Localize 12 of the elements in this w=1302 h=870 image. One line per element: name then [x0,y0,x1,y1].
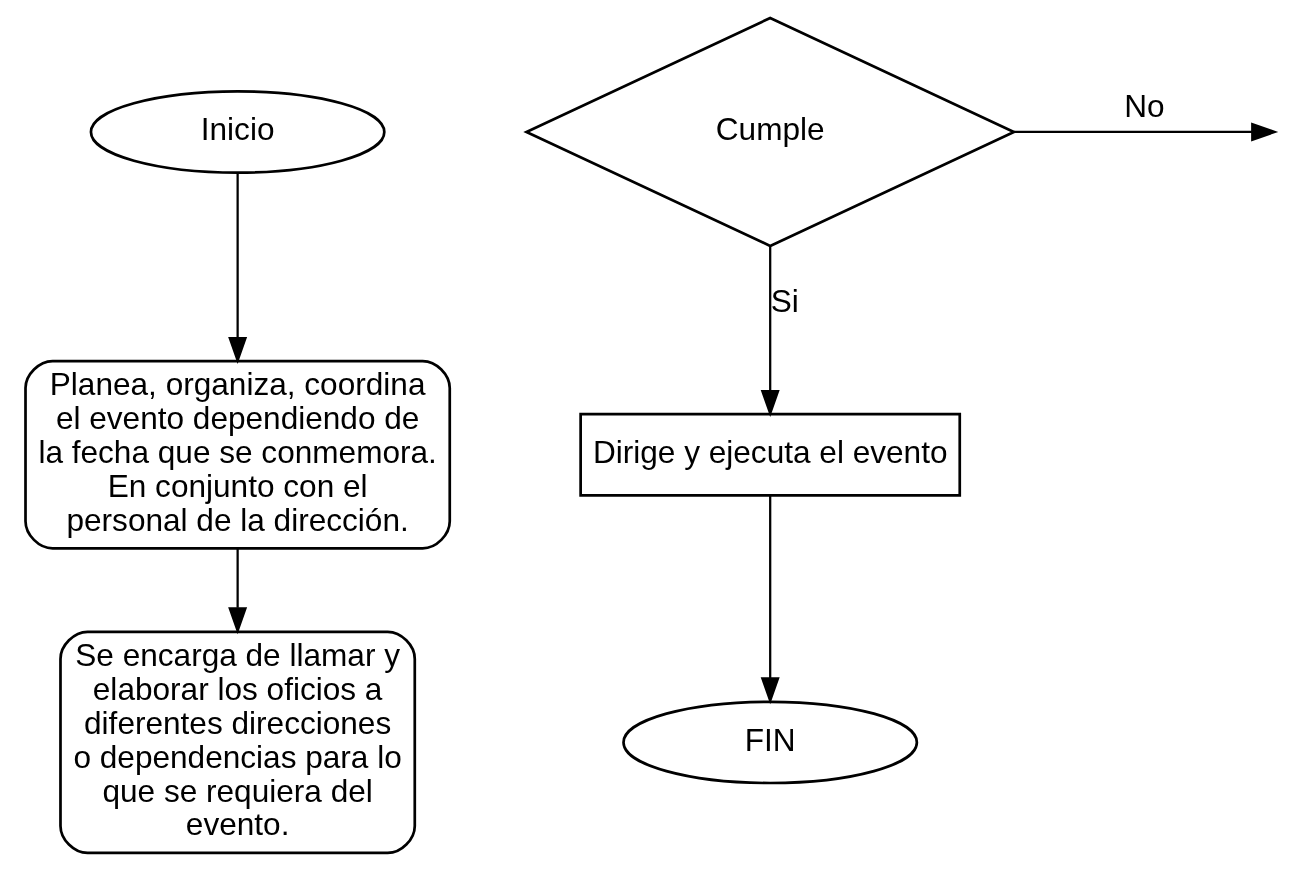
arrow [760,245,780,417]
edge-label: Si [770,282,799,319]
node-ellipse: Inicio [89,89,386,174]
arrow [228,548,248,634]
arrow [228,172,248,364]
node-box: Dirige y ejecuta el evento [579,412,962,497]
node-box: Planea, organiza, coordina el evento dependiendo de la fecha que se conmemora. En conjunto con el personal de la dirección. [24,359,452,550]
node-ellipse: FIN [622,699,919,784]
node-box: Se encarga de llamar y elaborar los oficios a diferentes direcciones o dependencias para lo que se requiera del evento. [59,629,417,854]
arrow [760,495,780,704]
arrow [1014,122,1279,141]
edge-label: No [1124,87,1165,124]
